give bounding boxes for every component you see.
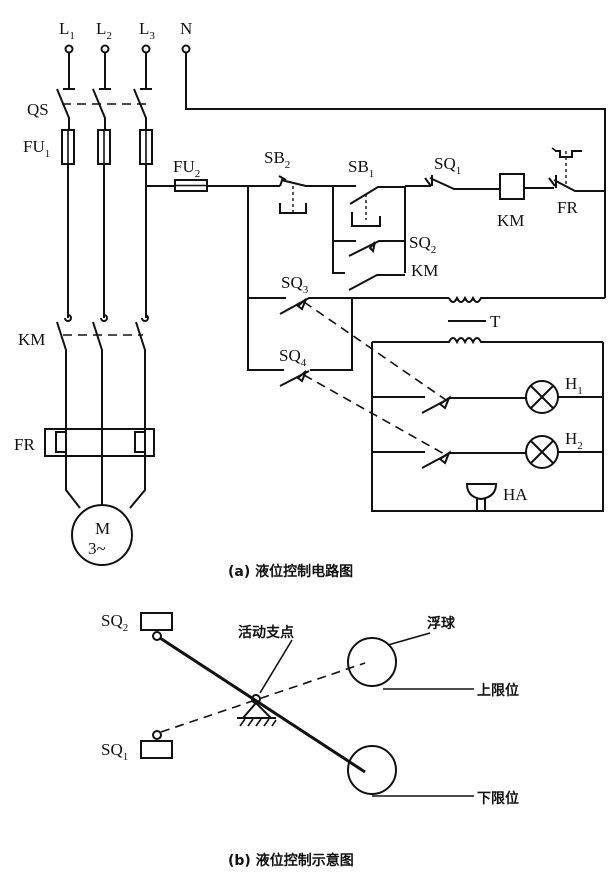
buzzer-HA [465,483,498,511]
float-ball-upper [347,637,397,687]
label-SQ4: SQ4 [279,346,307,369]
limit-switch-SQ3 [279,297,449,315]
label-H1: H1 [565,374,583,397]
motor-M [71,504,133,566]
label-SQ3: SQ3 [281,273,309,296]
sb1-parallel-left [332,186,345,274]
fuse-FU1 [61,129,153,165]
label-T: T [490,312,501,331]
label-H2: H2 [565,429,583,452]
terminal-L3 [141,44,151,54]
figure-a-circuit: L1 L2 L3 N QS FU1 [14,19,606,580]
thermal-relay-FR [44,428,155,509]
contactor-KM-main [56,314,149,440]
secondary-loop [371,342,604,512]
sq2-switch-box [140,612,173,631]
sq2-roller [152,631,162,641]
float-pointer-line [387,632,431,646]
pushbutton-SB1 [340,185,405,227]
float-ball-lower [347,745,397,795]
sq4-branch-left [247,298,284,371]
terminal-N [181,44,191,54]
terminal-L1 [64,44,74,54]
sq3-linkage [303,301,447,401]
terminal-L1-label: L1 [59,19,75,42]
sq4-secondary-contact [421,450,526,469]
sq1-switch-box [140,740,173,759]
switch-QS [56,53,152,130]
limit-switch-SQ2 [333,240,405,257]
sq3-secondary-contact [421,395,526,414]
pivot-support [237,694,277,727]
label-KM-aux: KM [411,261,438,280]
coil-KM [499,173,525,200]
motor-label-3phase: 3~ [88,539,106,558]
label-FU2: FU2 [173,157,200,180]
pushbutton-SB2 [278,175,340,214]
label-KM-main: KM [18,330,45,349]
terminal-L2 [100,44,110,54]
label-pivot: 活动支点 [238,624,294,641]
contactor-KM-aux [348,274,405,291]
label-b-SQ2: SQ2 [101,611,128,634]
label-SB1: SB1 [348,157,374,180]
neutral-wire [185,53,606,298]
label-FU1: FU1 [23,137,50,160]
sq4-branch-right [310,298,353,371]
limit-switch-SQ4 [279,370,310,387]
figure-b-schematic: SQ2 SQ1 活动支点 浮球 上限位 下限位 (b) 液位控制示意图 [101,611,519,869]
label-SQ2: SQ2 [409,233,436,256]
label-b-SQ1: SQ1 [101,740,128,763]
lever-upper-position [160,662,366,733]
label-HA: HA [503,485,528,504]
sq4-linkage [303,374,447,456]
caption-a: (a) 液位控制电路图 [228,563,353,580]
motor-label-M: M [95,519,110,538]
terminal-L3-label: L3 [139,19,155,42]
label-QS: QS [27,100,49,119]
label-lower-limit: 下限位 [477,790,519,807]
label-FR-main: FR [14,435,35,454]
caption-b: (b) 液位控制示意图 [228,852,354,869]
pivot-pointer-line [259,639,293,694]
label-SQ1: SQ1 [434,154,461,177]
terminal-N-label: N [180,19,192,38]
limit-switch-SQ1 [405,175,500,190]
sq1-roller [152,730,162,740]
lever-lower-position [159,636,366,774]
label-SB2: SB2 [264,148,290,171]
terminal-L2-label: L2 [96,19,112,42]
label-FR-contact: FR [557,198,578,217]
transformer-T [372,295,605,345]
label-float: 浮球 [427,615,456,632]
label-upper-limit: 上限位 [477,682,519,699]
thermal-contact-FR [524,147,606,192]
label-KM-coil: KM [497,211,524,230]
